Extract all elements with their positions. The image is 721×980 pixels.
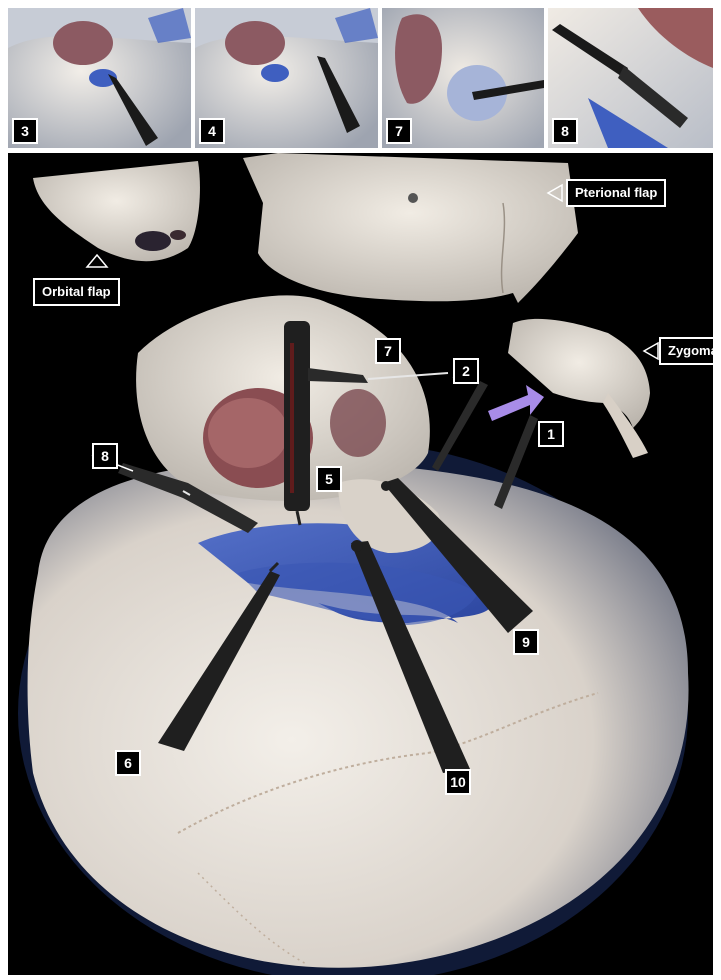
step-marker-5: 5 [316,466,342,492]
pterional-flap-piece [243,153,578,303]
step-marker-10: 10 [445,769,471,795]
thumbnail-8-label: 8 [552,118,578,144]
skull-render-main [8,153,713,975]
orbital-pointer-icon [85,253,109,269]
main-surgical-figure: Pterional flap Orbital flap Zygoma 1 2 5… [8,153,713,975]
step-marker-8: 8 [92,443,118,469]
step-marker-1: 1 [538,421,564,447]
pterional-flap-label: Pterional flap [566,179,666,207]
step-marker-9: 9 [513,629,539,655]
step-marker-7: 7 [375,338,401,364]
zygoma-pointer-icon [642,341,660,361]
drill-5 [284,321,310,525]
pterional-pointer-icon [546,183,564,203]
thumbnail-3: 3 [8,8,191,148]
zygoma-label: Zygoma [659,337,713,365]
thumbnail-3-label: 3 [12,118,38,144]
direction-arrow [488,385,544,421]
thumbnail-7: 7 [382,8,544,148]
zygoma-piece [508,319,650,428]
step-marker-6: 6 [115,750,141,776]
step-marker-2: 2 [453,358,479,384]
orbital-flap-label: Orbital flap [33,278,120,306]
thumbnail-4-label: 4 [199,118,225,144]
thumbnail-4: 4 [195,8,378,148]
thumbnail-7-label: 7 [386,118,412,144]
thumbnail-8: 8 [548,8,713,148]
orbital-flap-piece [33,161,200,261]
